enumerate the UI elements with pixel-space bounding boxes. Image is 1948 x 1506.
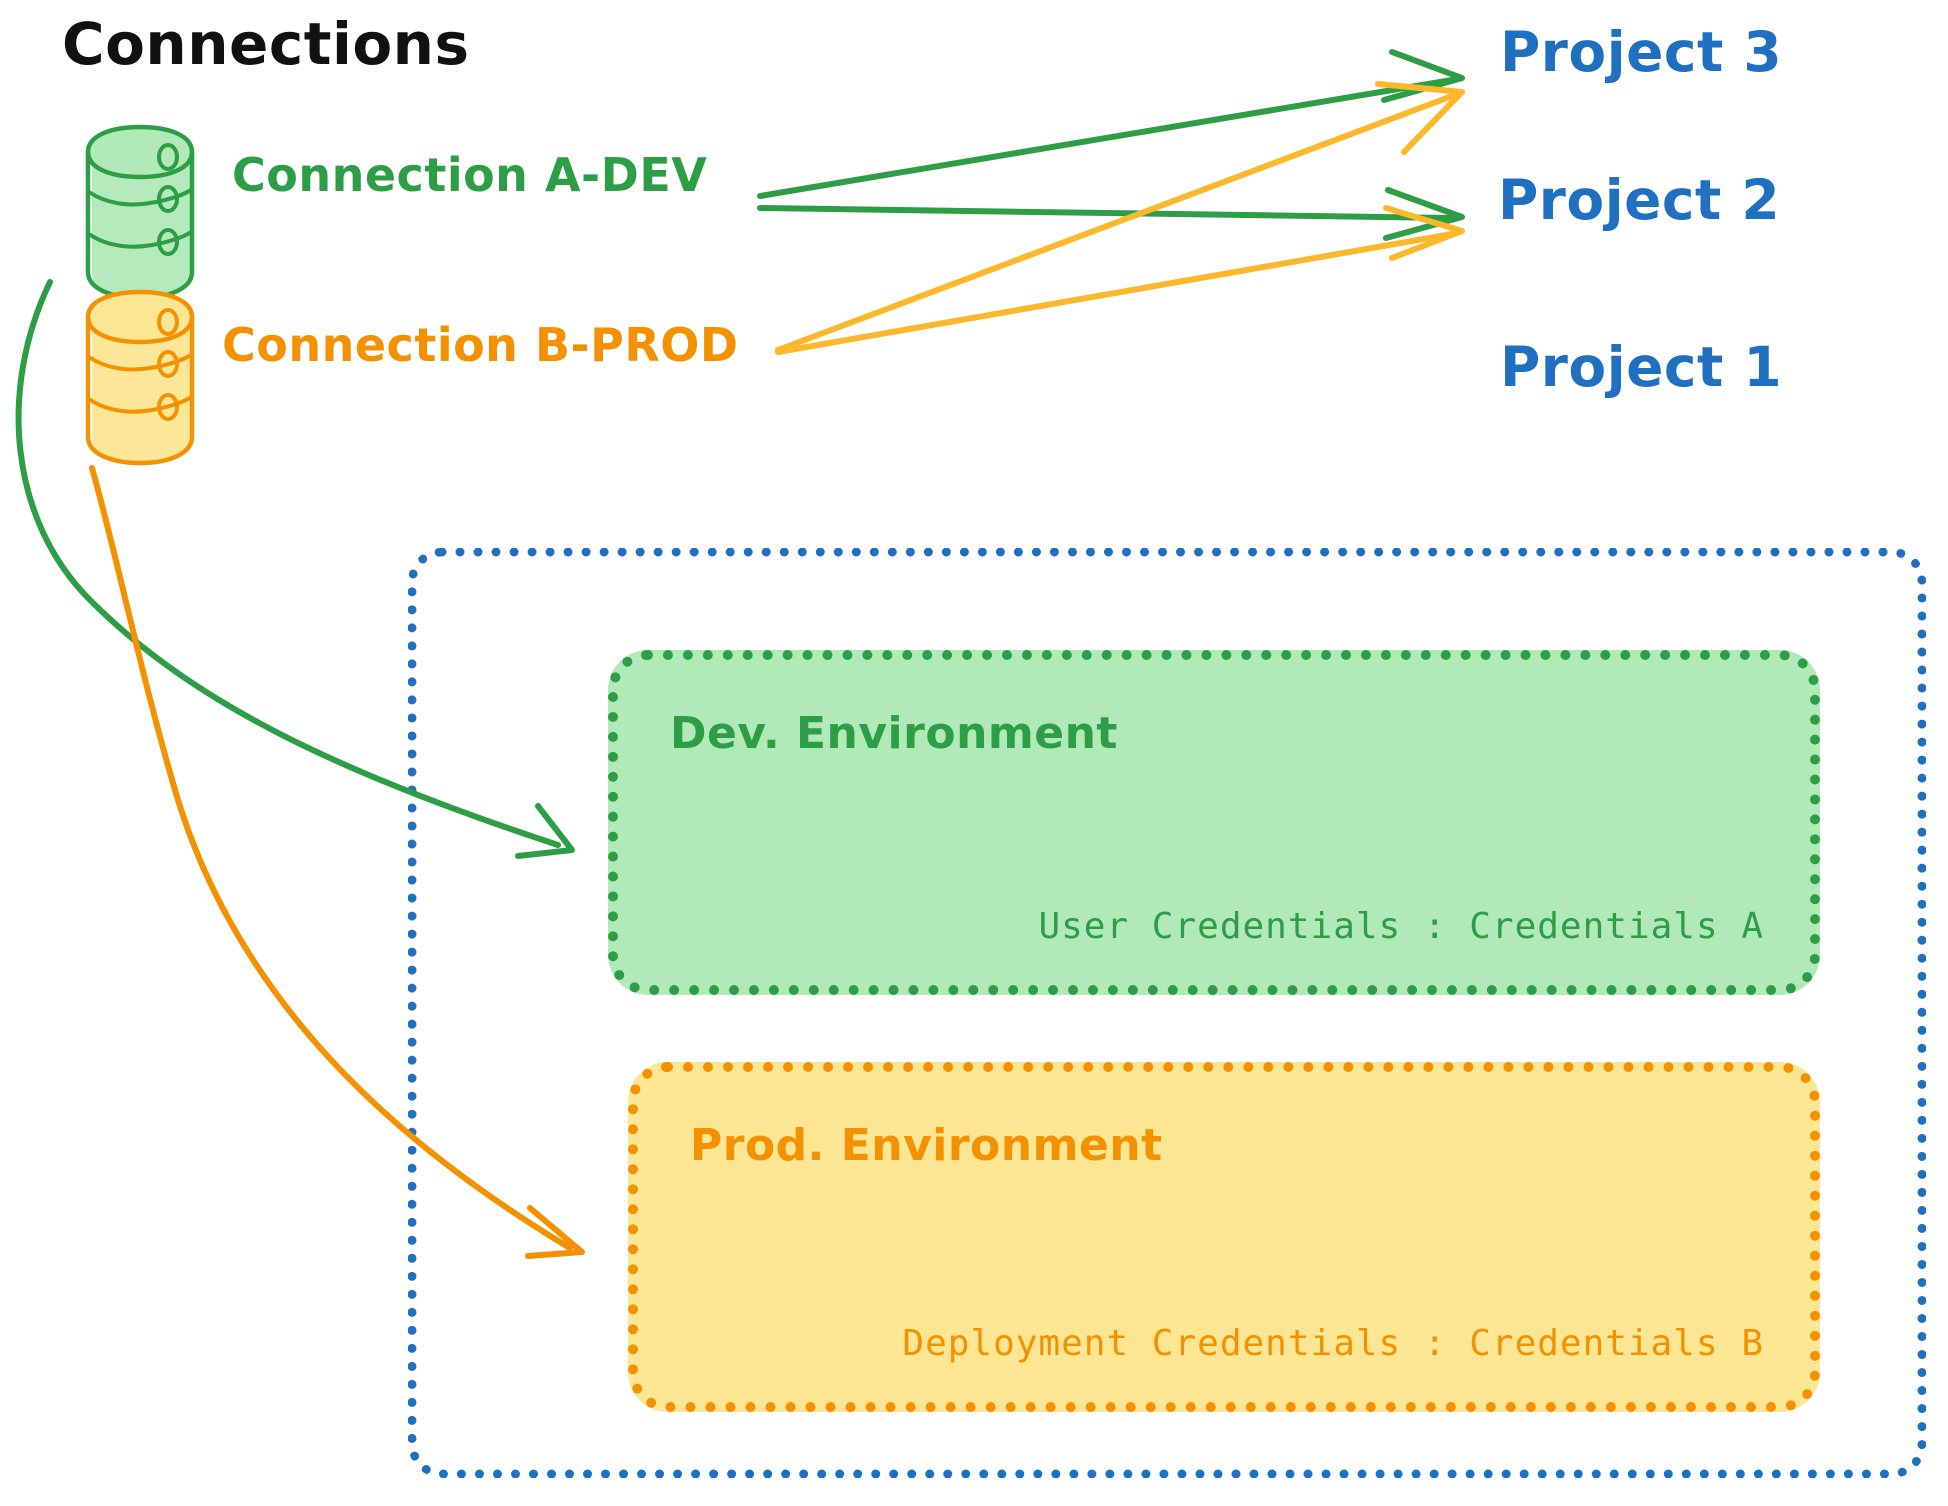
arrow-conn-b-to-project-2 (775, 205, 1465, 355)
project-3-label: Project 3 (1500, 20, 1783, 84)
database-cylinder-icon-a (85, 124, 195, 301)
project-1-label: Project 1 (1500, 335, 1783, 399)
arrow-conn-a-to-project-2 (757, 187, 1465, 241)
connection-a-dev-label: Connection A-DEV (232, 148, 708, 202)
project-2-label: Project 2 (1498, 168, 1781, 232)
connection-b-prod-label: Connection B-PROD (222, 318, 739, 372)
page-title: Connections (62, 10, 470, 78)
database-cylinder-icon-b (85, 289, 195, 466)
prod-environment-title: Prod. Environment (690, 1120, 1163, 1171)
arrow-conn-b-to-project-3 (775, 81, 1465, 353)
dev-environment-title: Dev. Environment (670, 708, 1118, 759)
prod-environment-box: Prod. Environment Deployment Credentials… (628, 1062, 1820, 1412)
dev-environment-box: Dev. Environment User Credentials : Cred… (608, 650, 1820, 995)
prod-environment-credentials: Deployment Credentials : Credentials B (902, 1323, 1764, 1364)
arrow-conn-a-to-project-3 (757, 49, 1465, 199)
dev-environment-credentials: User Credentials : Credentials A (1038, 906, 1764, 947)
